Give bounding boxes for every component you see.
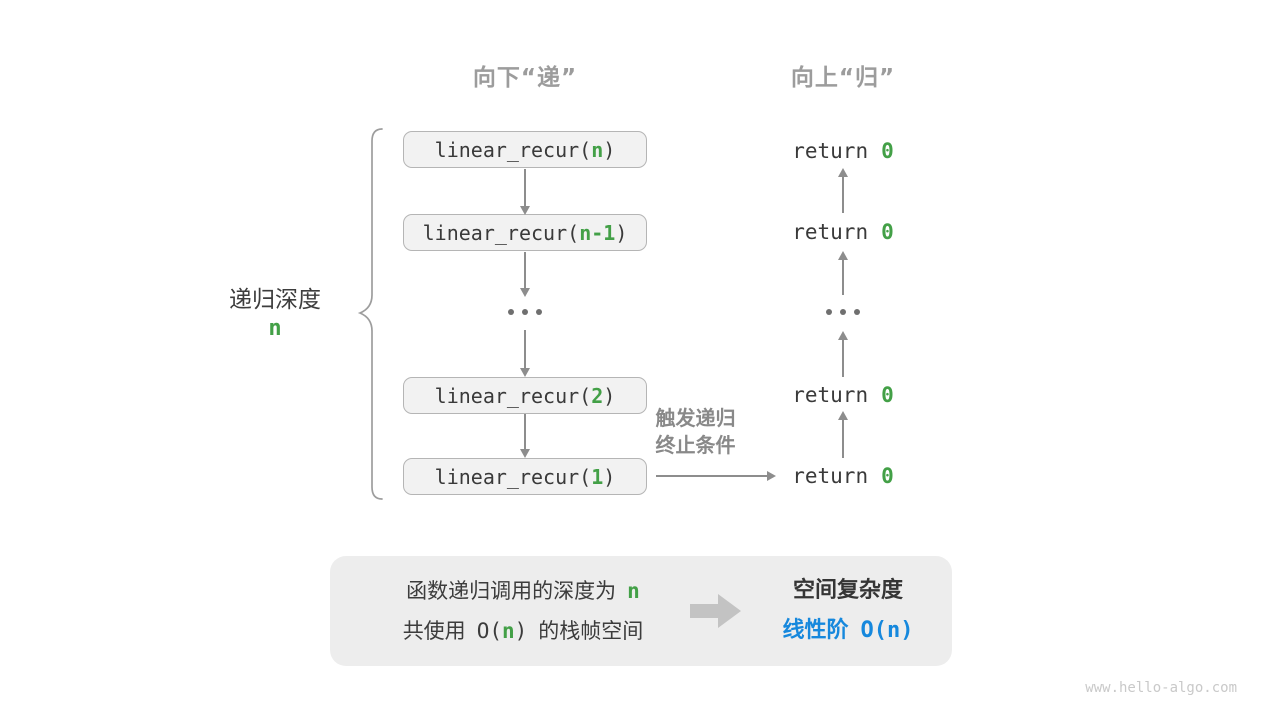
call-arg: 1 bbox=[591, 464, 604, 489]
depth-value: n bbox=[268, 316, 282, 341]
big-o-notation: O(n) bbox=[477, 619, 528, 643]
return-value: 0 bbox=[881, 383, 894, 407]
summary-line2: 共使用 O(n) 的栈帧空间 bbox=[403, 611, 644, 651]
call-box-2: linear_recur(2) bbox=[403, 377, 647, 414]
ellipsis-dots bbox=[813, 309, 873, 315]
call-box-n-1: linear_recur(n-1) bbox=[403, 214, 647, 251]
big-o-value: n bbox=[501, 619, 515, 643]
ellipsis-dots bbox=[495, 309, 555, 315]
big-o-open: O( bbox=[476, 619, 502, 643]
call-arg: n-1 bbox=[579, 220, 616, 245]
call-arg: n bbox=[591, 137, 604, 162]
call-paren: ) bbox=[603, 137, 616, 162]
call-paren: ) bbox=[615, 220, 628, 245]
return-statement: return 0 bbox=[763, 462, 923, 490]
return-keyword: return bbox=[792, 139, 869, 163]
call-text: linear_recur( bbox=[434, 137, 592, 162]
base-case-label: 触发递归 终止条件 bbox=[633, 405, 758, 459]
call-text: linear_recur( bbox=[434, 464, 592, 489]
complexity-big-o: O(n) bbox=[860, 618, 914, 643]
summary-line1: 函数递归调用的深度为 n bbox=[406, 571, 640, 611]
return-keyword: return bbox=[792, 464, 869, 488]
call-box-1: linear_recur(1) bbox=[403, 458, 647, 495]
block-arrow-right-icon bbox=[690, 594, 741, 628]
call-paren: ) bbox=[603, 383, 616, 408]
big-o-close: ) bbox=[514, 619, 528, 643]
return-value: 0 bbox=[881, 464, 894, 488]
call-text: linear_recur( bbox=[434, 383, 592, 408]
header-upward-return: 向上“归” bbox=[790, 65, 896, 91]
complexity-order-label: 线性阶 bbox=[782, 618, 849, 643]
arrow-down-icon bbox=[519, 414, 530, 458]
base-case-label-line2: 终止条件 bbox=[655, 433, 736, 457]
arrow-up-icon bbox=[837, 251, 848, 295]
header-downward-recurse: 向下“递” bbox=[472, 65, 578, 91]
arrow-down-icon bbox=[519, 252, 530, 297]
call-paren: ) bbox=[603, 464, 616, 489]
return-value: 0 bbox=[881, 220, 894, 244]
call-box-n: linear_recur(n) bbox=[403, 131, 647, 168]
return-statement: return 0 bbox=[763, 381, 923, 409]
return-statement: return 0 bbox=[763, 137, 923, 165]
arrow-right-icon bbox=[656, 470, 776, 481]
space-complexity-title: 空间复杂度 bbox=[792, 578, 903, 603]
call-arg: 2 bbox=[591, 383, 604, 408]
return-keyword: return bbox=[792, 383, 869, 407]
call-text: linear_recur( bbox=[422, 220, 580, 245]
depth-label: 递归深度 bbox=[229, 287, 321, 313]
arrow-up-icon bbox=[837, 331, 848, 377]
arrow-up-icon bbox=[837, 168, 848, 213]
depth-brace bbox=[357, 128, 383, 500]
summary-line2-post: 的栈帧空间 bbox=[538, 619, 644, 643]
return-statement: return 0 bbox=[763, 218, 923, 246]
summary-line2-pre: 共使用 bbox=[402, 619, 466, 643]
watermark: www.hello-algo.com bbox=[1085, 680, 1237, 696]
summary-line1-text: 函数递归调用的深度为 bbox=[406, 579, 617, 603]
base-case-label-line1: 触发递归 bbox=[655, 406, 736, 430]
arrow-down-icon bbox=[519, 330, 530, 377]
space-complexity-value: 线性阶 O(n) bbox=[783, 611, 914, 651]
summary-line1-value: n bbox=[627, 579, 640, 603]
arrow-up-icon bbox=[837, 411, 848, 458]
return-value: 0 bbox=[881, 139, 894, 163]
arrow-down-icon bbox=[519, 169, 530, 215]
summary-result: 空间复杂度 线性阶 O(n) bbox=[758, 556, 938, 666]
return-keyword: return bbox=[792, 220, 869, 244]
